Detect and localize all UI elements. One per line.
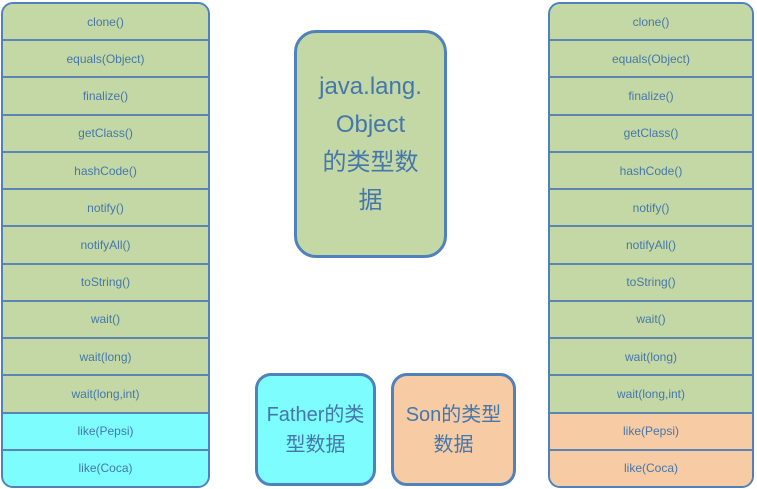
method-label: getClass() bbox=[78, 126, 133, 141]
table-row: equals(Object) bbox=[550, 39, 752, 77]
method-label: notifyAll() bbox=[80, 238, 131, 253]
method-label: like(Coca) bbox=[78, 461, 133, 476]
table-row: notify() bbox=[3, 188, 208, 226]
method-label: hashCode() bbox=[74, 163, 137, 178]
father-method-table: clone() equals(Object) finalize() getClass(… bbox=[1, 2, 210, 488]
table-row: like(Coca) bbox=[3, 448, 208, 486]
table-row: finalize() bbox=[3, 76, 208, 114]
method-label: clone() bbox=[87, 14, 124, 29]
method-label: wait(long,int) bbox=[71, 386, 140, 401]
method-label: wait(long) bbox=[79, 349, 132, 364]
table-row: getClass() bbox=[550, 113, 752, 151]
method-label: notifyAll() bbox=[625, 238, 676, 253]
method-label: notify() bbox=[632, 200, 670, 215]
method-label: toString() bbox=[626, 275, 676, 290]
table-row: getClass() bbox=[3, 113, 208, 151]
table-row: wait(long) bbox=[550, 337, 752, 375]
table-row: notifyAll() bbox=[550, 225, 752, 263]
method-label: finalize() bbox=[82, 89, 129, 104]
table-row: like(Pepsi) bbox=[3, 411, 208, 449]
table-row: notify() bbox=[550, 188, 752, 226]
table-row: equals(Object) bbox=[3, 39, 208, 77]
table-row: like(Pepsi) bbox=[550, 411, 752, 449]
table-row: wait(long,int) bbox=[550, 374, 752, 412]
method-label: wait(long,int) bbox=[616, 386, 686, 401]
method-label: notify() bbox=[87, 200, 124, 215]
table-row: wait() bbox=[550, 299, 752, 338]
method-label: wait(long) bbox=[624, 349, 678, 364]
table-row: hashCode() bbox=[550, 150, 752, 189]
method-label: equals(Object) bbox=[66, 51, 145, 66]
method-label: wait() bbox=[636, 312, 666, 327]
table-row: finalize() bbox=[550, 76, 752, 114]
son-method-table: clone() equals(Object) finalize() getClass(… bbox=[548, 2, 754, 488]
father-type-data-box: Father的类 型数据 bbox=[255, 373, 376, 486]
table-row: wait(long) bbox=[3, 337, 208, 375]
method-label: wait() bbox=[90, 312, 121, 327]
table-row: notifyAll() bbox=[3, 225, 208, 263]
method-label: getClass() bbox=[623, 126, 679, 141]
method-label: finalize() bbox=[628, 89, 674, 104]
table-row: clone() bbox=[3, 4, 208, 40]
method-label: like(Pepsi) bbox=[622, 424, 679, 439]
method-label: like(Coca) bbox=[623, 461, 678, 476]
table-row: toString() bbox=[550, 262, 752, 300]
table-row: clone() bbox=[550, 4, 752, 40]
table-row: hashCode() bbox=[3, 150, 208, 189]
table-row: toString() bbox=[3, 262, 208, 300]
method-label: like(Pepsi) bbox=[77, 424, 134, 439]
object-type-data-box: java.lang. Object 的类型数 据 bbox=[294, 30, 447, 258]
method-label: equals(Object) bbox=[611, 51, 691, 66]
method-label: toString() bbox=[80, 275, 131, 290]
method-label: clone() bbox=[632, 14, 670, 29]
table-row: wait() bbox=[3, 299, 208, 338]
son-type-data-box: Son的类型 数据 bbox=[391, 373, 516, 486]
method-label: hashCode() bbox=[619, 163, 683, 178]
table-row: like(Coca) bbox=[550, 448, 752, 486]
table-row: wait(long,int) bbox=[3, 374, 208, 412]
